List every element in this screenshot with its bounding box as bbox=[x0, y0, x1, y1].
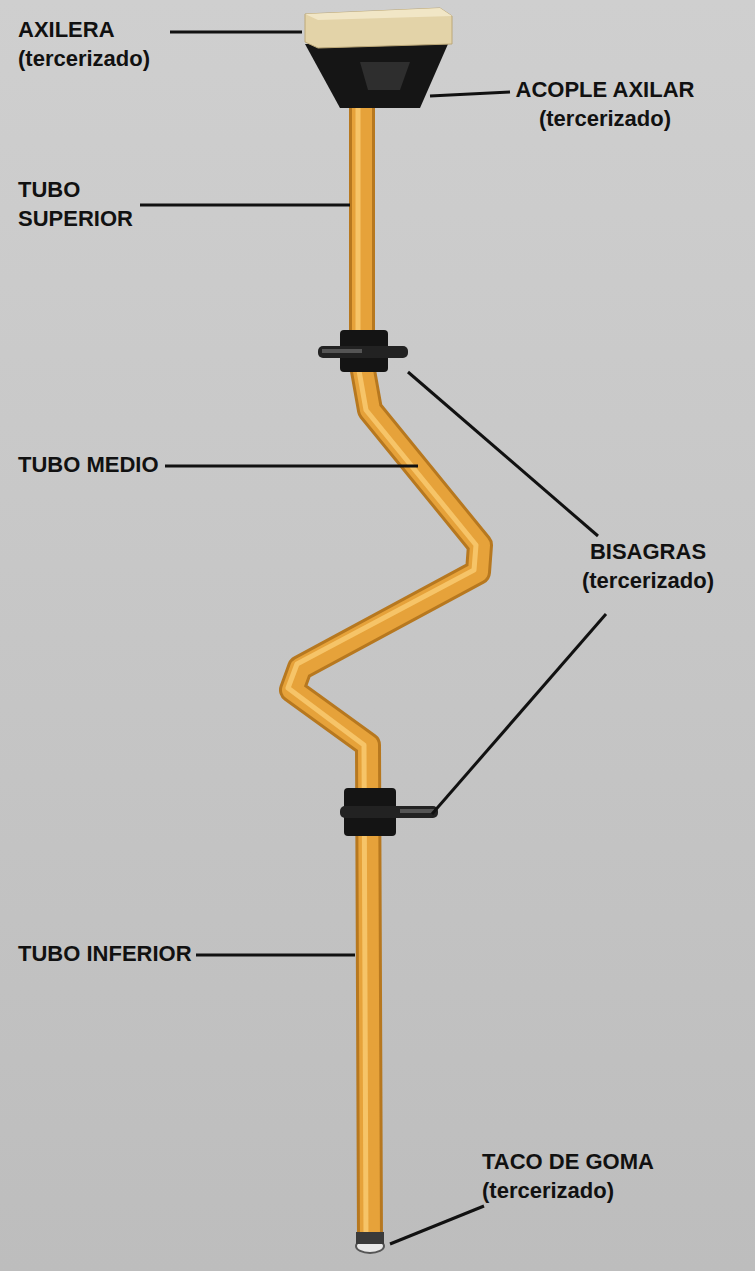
hinge bbox=[318, 330, 438, 836]
part-label-text: TUBO MEDIO bbox=[18, 452, 159, 477]
part-label-text: TACO DE GOMA (tercerizado) bbox=[482, 1149, 653, 1203]
part-label-text: TUBO SUPERIOR bbox=[18, 177, 133, 231]
axillary-coupling bbox=[360, 62, 410, 90]
part-label-text: AXILERA (tercerizado) bbox=[18, 17, 150, 71]
leader-line bbox=[140, 32, 606, 1244]
part-label: TUBO SUPERIOR bbox=[18, 176, 148, 233]
part-label: TUBO INFERIOR bbox=[18, 940, 238, 969]
part-label: BISAGRAS (tercerizado) bbox=[548, 538, 748, 595]
rubber-tip bbox=[356, 1232, 384, 1244]
axillary-pad bbox=[305, 8, 452, 20]
tube bbox=[288, 105, 480, 1240]
part-label-text: TUBO INFERIOR bbox=[18, 941, 192, 966]
part-label: AXILERA (tercerizado) bbox=[18, 16, 168, 73]
part-label: TUBO MEDIO bbox=[18, 451, 238, 480]
part-label: TACO DE GOMA (tercerizado) bbox=[482, 1148, 702, 1205]
part-label-text: BISAGRAS (tercerizado) bbox=[582, 539, 714, 593]
axillary-coupling bbox=[305, 44, 448, 108]
axillary-pad bbox=[305, 8, 452, 48]
part-label: ACOPLE AXILAR (tercerizado) bbox=[490, 76, 720, 133]
part-label-text: ACOPLE AXILAR (tercerizado) bbox=[516, 77, 695, 131]
